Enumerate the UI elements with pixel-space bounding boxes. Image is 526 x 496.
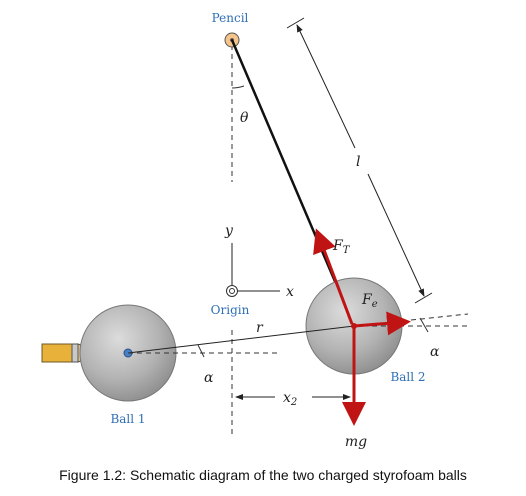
origin-label: Origin bbox=[211, 303, 250, 317]
figure-caption: Figure 1.2: Schematic diagram of the two… bbox=[59, 467, 467, 483]
electric-force-arrow bbox=[353, 311, 411, 336]
origin-inner-ring bbox=[229, 288, 235, 294]
x-axis-symbol: x bbox=[286, 284, 294, 300]
alpha-right-symbol: α bbox=[430, 344, 440, 360]
origin-icon bbox=[226, 285, 238, 297]
tension-force-arrow bbox=[313, 228, 354, 325]
ball-2-label: Ball 2 bbox=[390, 370, 425, 384]
tension-force-symbol: FT bbox=[332, 238, 351, 256]
alpha-left-tick bbox=[197, 344, 205, 358]
y-axis-symbol: y bbox=[224, 223, 234, 239]
ball-1-label: Ball 1 bbox=[110, 412, 145, 426]
length-dimension-upper bbox=[296, 24, 356, 149]
electric-force-symbol: Fe bbox=[361, 292, 378, 310]
pencil-ferrule-icon bbox=[71, 343, 79, 363]
ball-2-extension-dashed bbox=[401, 313, 469, 322]
alpha-left-symbol: α bbox=[204, 370, 214, 386]
length-dimension-lower bbox=[367, 173, 425, 297]
theta-symbol: θ bbox=[240, 110, 249, 126]
length-symbol: l bbox=[356, 154, 360, 170]
center-distance-line bbox=[127, 325, 355, 354]
weight-symbol: mg bbox=[345, 434, 367, 450]
distance-symbol: r bbox=[256, 320, 264, 336]
length-tick-bottom bbox=[414, 292, 433, 304]
pencil-body-icon bbox=[41, 343, 73, 363]
alpha-right-tick bbox=[419, 317, 429, 333]
x2-symbol: x2 bbox=[283, 390, 297, 408]
ball-2-center-dot bbox=[351, 323, 357, 329]
pencil-label: Pencil bbox=[212, 11, 249, 25]
theta-arc bbox=[231, 85, 245, 89]
length-tick-top bbox=[286, 17, 305, 29]
